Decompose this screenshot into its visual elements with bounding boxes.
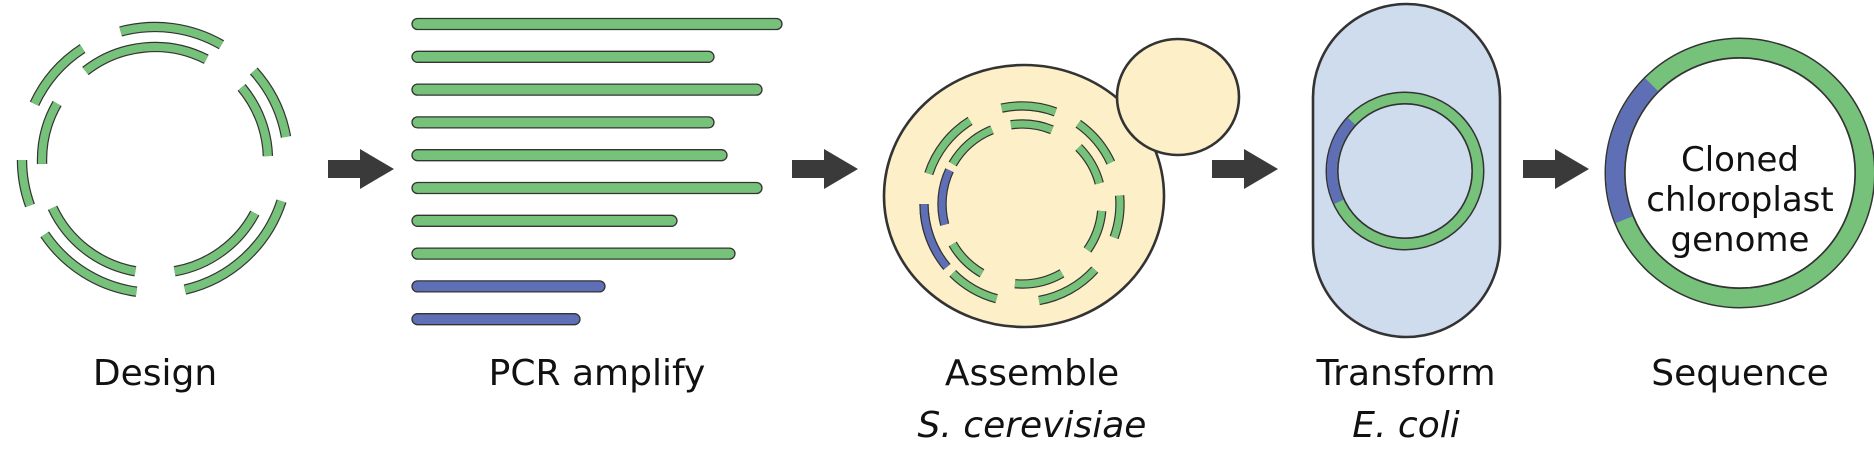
pcr-product-4 — [411, 116, 715, 129]
design-inner-fragment-5 — [38, 101, 61, 165]
genome-inner-edge — [1624, 57, 1856, 289]
arrow-4 — [1523, 149, 1589, 189]
pcr-product-3 — [411, 83, 763, 96]
design-outer-fragment-6 — [17, 159, 34, 207]
yeast-inner-fragment-4 — [1084, 210, 1106, 252]
yeast-outer-fragment-6 — [950, 270, 998, 303]
plasmid-inner-edge — [1337, 103, 1473, 239]
arrow-2 — [792, 149, 858, 189]
design-inner-fragment-4 — [48, 206, 137, 276]
genome-text-line-1: Cloned — [1680, 139, 1800, 180]
design-outer-fragment-1 — [30, 45, 85, 106]
step-label-pcr-amplify: PCR amplify — [488, 353, 706, 394]
design-outer-fragment-2 — [119, 23, 224, 49]
genome-text-line-2: chloroplast — [1646, 179, 1834, 220]
design-inner-fragment-2 — [238, 84, 272, 157]
genome-text-line-3: genome — [1670, 220, 1810, 261]
pcr-product-6 — [411, 181, 763, 195]
genome-blue-segment — [1606, 78, 1659, 224]
yeast-outer-fragment-5 — [1038, 267, 1098, 304]
arrow-1 — [328, 149, 394, 189]
step-sublabel-ecoli: E. coli — [1352, 405, 1460, 446]
design-outer-fragment-4 — [183, 199, 286, 294]
plasmid-blue-segment — [1326, 117, 1356, 205]
yeast-outer-fragment-1 — [925, 117, 973, 175]
yeast-inner-fragment-blue — [938, 168, 953, 226]
yeast-outer-fragment-2 — [1000, 102, 1057, 116]
cloned-genome-text: Cloned chloroplast genome — [1646, 140, 1833, 260]
step-sublabel-yeast: S. cerevisiae — [917, 405, 1147, 446]
pcr-product-7 — [411, 214, 678, 227]
pcr-product-8 — [411, 247, 736, 260]
yeast-inner-fragment-3 — [1076, 144, 1103, 185]
design-inner-fragment-3 — [173, 211, 259, 276]
pcr-product-10 — [411, 313, 581, 326]
design-inner-fragment-1 — [82, 43, 209, 75]
step-label-assemble: Assemble — [944, 353, 1120, 394]
design-outer-fragment-3 — [250, 68, 290, 138]
yeast-inner-fragment-1 — [949, 126, 994, 166]
arrow-3 — [1212, 149, 1278, 189]
pcr-product-9 — [411, 280, 606, 293]
design-outer-fragment-5 — [41, 232, 138, 296]
step-label-transform: Transform — [1316, 353, 1496, 394]
pcr-product-5 — [411, 149, 728, 162]
yeast-inner-fragment-6 — [949, 242, 984, 277]
yeast-outer-fragment-4 — [1110, 195, 1124, 239]
yeast-bud-cell — [1115, 37, 1241, 157]
yeast-outer-fragment-3 — [1076, 120, 1114, 165]
pcr-product-2 — [411, 50, 715, 63]
yeast-inner-fragment-5 — [1014, 270, 1064, 288]
yeast-inner-fragment-2 — [1010, 120, 1054, 134]
pcr-product-1 — [411, 17, 783, 31]
step-label-sequence: Sequence — [1651, 353, 1829, 394]
ecoli-cell — [1311, 2, 1502, 339]
yeast-outer-fragment-blue — [920, 203, 950, 270]
step-label-design: Design — [92, 353, 218, 394]
